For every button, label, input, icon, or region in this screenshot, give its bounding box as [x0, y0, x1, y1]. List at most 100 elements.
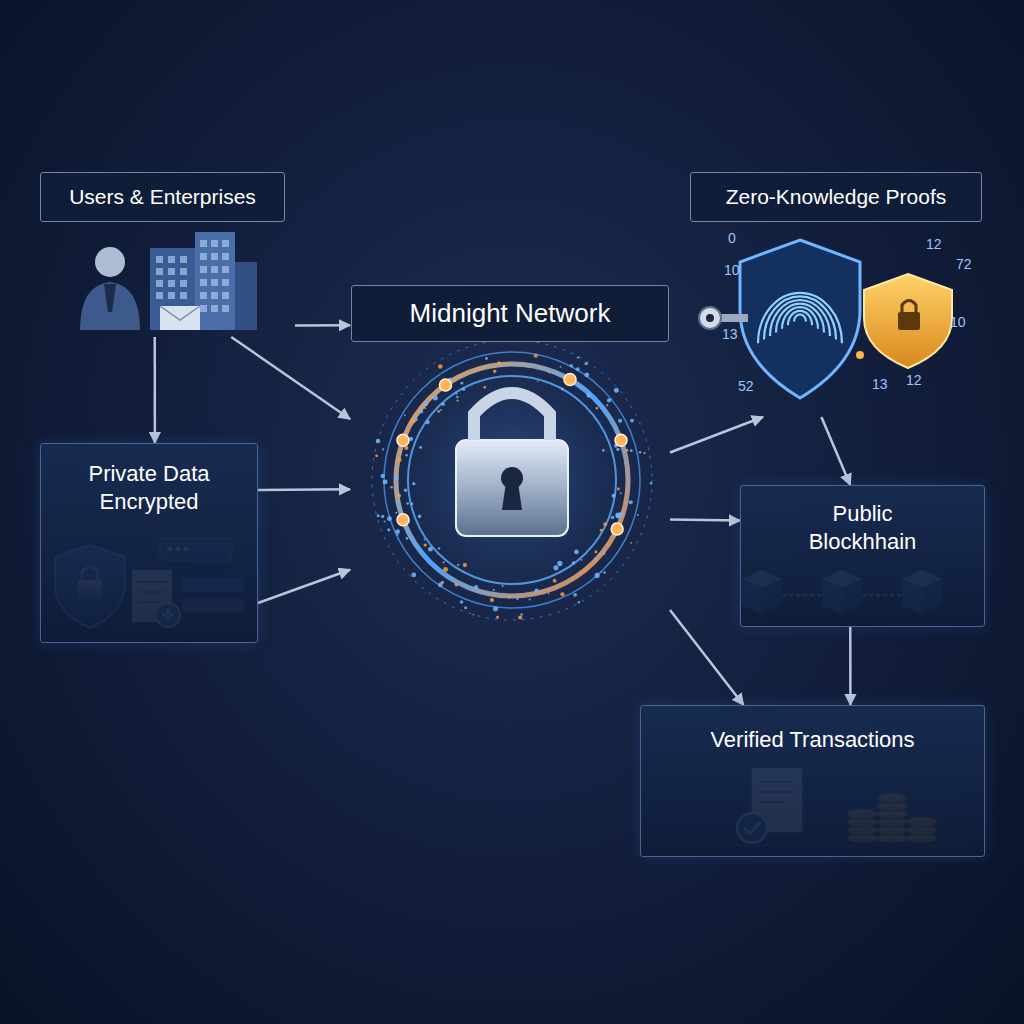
users-icon-part-part [156, 256, 163, 263]
network-core-part-part [603, 549, 605, 551]
network-core-part-part [572, 561, 575, 564]
network-core-part-part [426, 420, 430, 424]
network-core-part-part [639, 451, 641, 453]
zk-illustration-part [699, 307, 721, 329]
users-icon-part-part [168, 292, 175, 299]
network-core-part-part [612, 494, 616, 498]
users-icon-part-part [211, 253, 218, 260]
network-core-part-part [419, 446, 422, 449]
network-core-part-part [630, 542, 632, 544]
proof-digit: 10 [724, 262, 740, 278]
users-icon-part-part [200, 253, 207, 260]
zk-illustration-part-part [776, 304, 824, 333]
users-icon-part-part [180, 256, 187, 263]
users-icon-part-part [222, 305, 229, 312]
network-core-part-part [561, 388, 564, 391]
network-core-part-part [518, 615, 522, 619]
network-core-part-part [375, 454, 378, 457]
network-core-part-part [423, 401, 428, 406]
users-icon-part-part [180, 292, 187, 299]
zk-illustration-part [740, 240, 860, 398]
network-core-part-part [456, 396, 458, 398]
users-icon-part-part [200, 266, 207, 273]
network-core-part-part [496, 616, 499, 619]
network-core-part-part [502, 585, 504, 587]
network-core-part-part [382, 448, 384, 450]
users-icon-part-part [222, 240, 229, 247]
node-title: Verified Transactions [653, 726, 973, 754]
network-core-part-part [439, 379, 451, 391]
network-core-part-part [576, 367, 580, 371]
flow-arrow [154, 337, 157, 443]
network-core-part-part [456, 399, 458, 401]
network-core-part-part [438, 583, 443, 588]
network-core-part-part [584, 372, 589, 377]
network-core-part-part [493, 589, 495, 591]
proof-digit: 10 [950, 314, 966, 330]
flow-arrow [258, 570, 350, 603]
network-core-part-part [435, 395, 437, 397]
network-core-part [372, 340, 652, 620]
network-core-part-part [600, 529, 603, 532]
users-icon-part-part [211, 305, 218, 312]
network-core-part-part [643, 452, 645, 454]
network-core-part-part [412, 482, 415, 485]
proof-digit: 13 [722, 326, 738, 342]
network-core-part-part [464, 606, 467, 609]
flow-arrow [258, 488, 350, 491]
node-title: Public Blockhhain [788, 500, 938, 555]
network-core-part-part [620, 492, 622, 494]
users-icon-part-part [222, 292, 229, 299]
network-core-part-part [611, 523, 623, 535]
network-core-part-part [438, 547, 440, 549]
users-icon-part [80, 282, 140, 330]
network-core-part-part [405, 454, 407, 456]
network-core [362, 330, 662, 630]
zk-illustration-part [856, 351, 864, 359]
users-icon-part-part [222, 266, 229, 273]
network-core-part-part [578, 601, 580, 603]
network-core-part-part [560, 366, 562, 368]
network-core-part-part [383, 479, 388, 484]
zk-illustration-part [902, 301, 916, 313]
network-core-part-part [569, 364, 572, 367]
network-core-part-part [428, 547, 433, 552]
users-icon-part [160, 306, 200, 330]
network-core-part-part [483, 386, 486, 389]
users-icon-part-part [211, 279, 218, 286]
network-core-part-part [485, 357, 488, 360]
network-core-part-part [404, 414, 406, 416]
network-core-part-part [404, 488, 407, 491]
network-core-part-part [381, 474, 385, 478]
network-core-part-part [397, 494, 401, 498]
node-title: Private Data Encrypted [54, 460, 244, 515]
heading-tag: Users & Enterprises [40, 172, 285, 222]
network-core-part-part [454, 583, 458, 587]
network-core-part-part [418, 515, 422, 519]
users-icon-part-part [156, 292, 163, 299]
flow-arrow [295, 324, 350, 327]
network-core-part-part [419, 410, 423, 414]
network-core-part-part [473, 614, 475, 616]
network-core-part-part [410, 418, 415, 423]
network-core-part-part [460, 382, 463, 385]
proof-digit: 52 [738, 378, 754, 394]
network-core-part-part [437, 410, 440, 413]
network-core-part-part [615, 434, 627, 446]
network-core-part-part [625, 449, 628, 452]
network-core-part-part [508, 595, 511, 598]
users-icon-part [156, 240, 229, 312]
users-icon-part [195, 232, 235, 330]
proof-digit: 0 [728, 230, 736, 246]
network-core-part-part [560, 592, 564, 596]
network-core-part-part [455, 393, 457, 395]
network-core-part-part [377, 514, 380, 517]
users-icon-part-part [180, 280, 187, 287]
network-core-part-part [557, 561, 562, 566]
network-core-part-part [534, 354, 538, 358]
network-core-part-part [637, 514, 639, 516]
network-core-part-part [548, 593, 550, 595]
network-core-part-part [617, 488, 620, 491]
network-core-part-part [397, 457, 402, 462]
network-core-part [408, 376, 616, 584]
